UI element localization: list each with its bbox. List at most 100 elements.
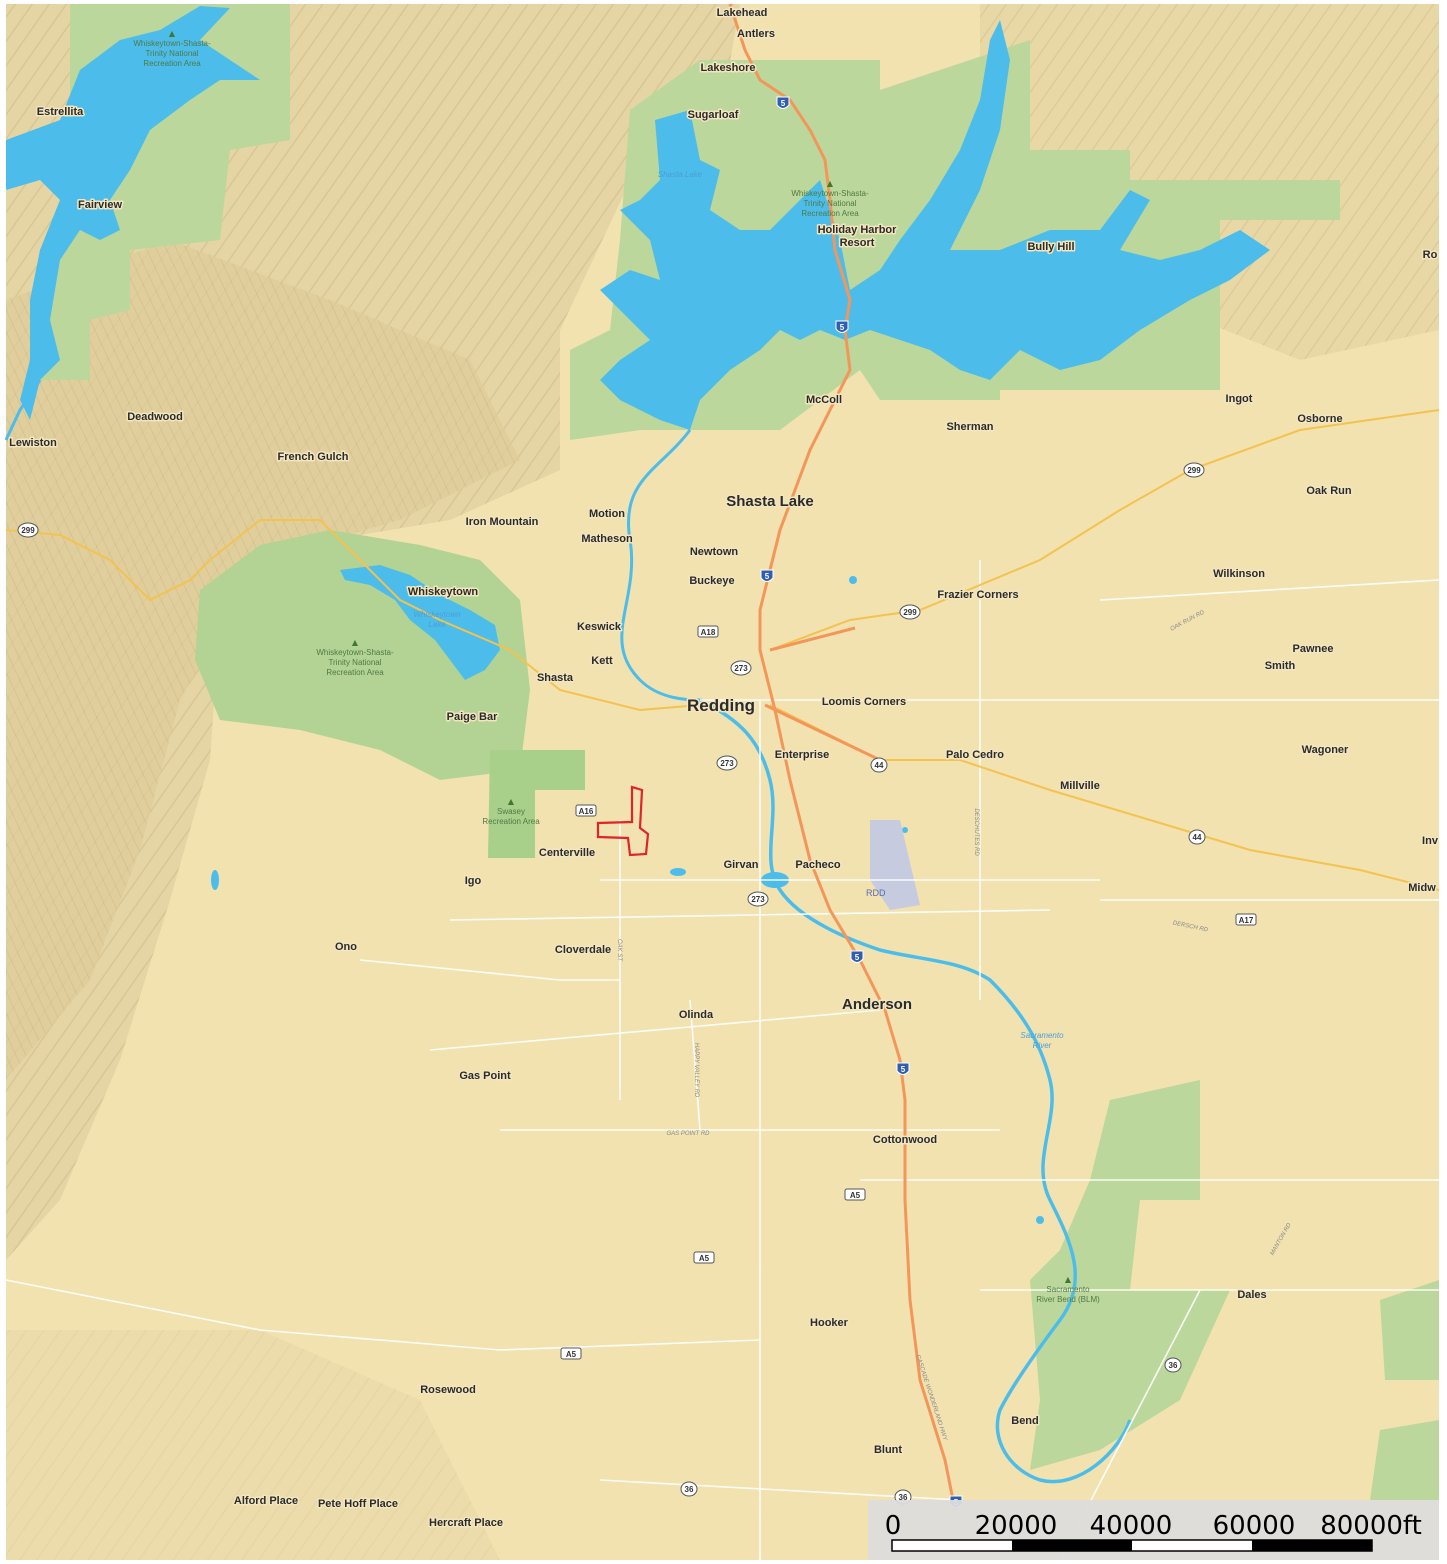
highway-299-west	[5, 519, 701, 712]
shield-shape	[575, 804, 597, 817]
park-label-line: Whiskeytown-Shasta-	[791, 189, 869, 198]
place-label-osborne: Osborne	[1297, 413, 1342, 425]
shield-label: 36	[685, 1485, 694, 1494]
place-label-lakeshore: Lakeshore	[700, 62, 755, 74]
place-label-lewiston: Lewiston	[9, 437, 57, 449]
road-label-deschutes-rd: DESCHUTES RD	[973, 808, 979, 856]
highway-layer	[5, 409, 1440, 891]
place-label-wagoner: Wagoner	[1302, 744, 1349, 756]
park-label-line: Swasey	[497, 807, 525, 816]
shield-a18: A18	[697, 625, 719, 638]
shield-shape	[1183, 462, 1205, 478]
place-label-lakehead: Lakehead	[717, 7, 768, 19]
shield-shape	[680, 1481, 698, 1497]
river-nw	[4, 379, 42, 441]
place-label-olinda: Olinda	[679, 1009, 714, 1021]
shield-shape	[560, 1347, 582, 1360]
place-label-paige-bar: Paige Bar	[447, 711, 498, 723]
park-label-line: Recreation Area	[801, 209, 859, 218]
highway-299-east	[769, 409, 1440, 651]
shield-shape	[716, 755, 738, 771]
shield-label: A5	[566, 1350, 577, 1359]
place-label-oak-run: Oak Run	[1306, 485, 1352, 497]
shield-shape	[1235, 913, 1257, 926]
shield-sr273-a: 273	[730, 660, 752, 676]
whiskeytown-lake	[340, 565, 500, 680]
place-label-ro: Ro	[1423, 249, 1438, 261]
park-tree-icon: ▲	[1065, 1275, 1072, 1284]
place-label-gas-point: Gas Point	[459, 1070, 511, 1082]
study-area-outline[interactable]	[596, 785, 650, 857]
place-label-frazier-corners: Frazier Corners	[937, 589, 1018, 601]
place-label-pete-hoff-place: Pete Hoff Place	[318, 1498, 398, 1510]
shield-shape	[697, 625, 719, 638]
water-label-shasta-lake-water: Shasta Lake	[658, 170, 703, 179]
place-label-enterprise: Enterprise	[775, 749, 829, 761]
park-label-line: Trinity National	[803, 199, 856, 208]
shield-a5-c: A5	[560, 1347, 582, 1360]
shield-a16: A16	[575, 804, 597, 817]
place-label-matheson: Matheson	[581, 533, 633, 545]
water-label-line: Shasta Lake	[658, 170, 703, 179]
place-label-whiskeytown: Whiskeytown	[408, 586, 479, 598]
shield-a5-a: A5	[844, 1188, 866, 1201]
shield-i5-d: 5	[850, 950, 864, 963]
place-label-newtown: Newtown	[690, 546, 739, 558]
shield-sr273-b: 273	[716, 755, 738, 771]
place-label-hooker: Hooker	[810, 1317, 849, 1329]
shield-shape	[1188, 829, 1206, 845]
shield-shape	[747, 891, 769, 907]
shield-label: 299	[903, 608, 917, 617]
place-label-midw: Midw	[1408, 882, 1436, 894]
shield-i5-c: 5	[760, 569, 774, 582]
place-label-loomis-corners: Loomis Corners	[822, 696, 906, 708]
road-label-happy-valley-rd: HAPPY VALLEY RD	[693, 1043, 699, 1098]
place-label-shasta-lake: Shasta Lake	[726, 493, 814, 510]
shield-label: A5	[699, 1254, 710, 1263]
place-label-millville: Millville	[1060, 780, 1100, 792]
shield-label: 273	[734, 664, 748, 673]
water-label-line: Lake	[428, 620, 446, 629]
park-tree-icon: ▲	[508, 797, 515, 806]
airport-label: RDD	[866, 888, 886, 898]
shield-shape	[693, 1251, 715, 1264]
park-se-edge	[1370, 1420, 1439, 1500]
place-label-hercraft-place: Hercraft Place	[429, 1517, 503, 1529]
place-label-cottonwood: Cottonwood	[873, 1134, 937, 1146]
shield-shape	[899, 604, 921, 620]
shield-label: 5	[781, 99, 786, 108]
shield-label: 36	[1169, 1361, 1178, 1370]
shield-sr299-c: 299	[899, 604, 921, 620]
shield-shape	[896, 1062, 910, 1075]
place-label-ingot: Ingot	[1226, 393, 1253, 405]
shield-a17: A17	[1235, 913, 1257, 926]
shield-sr273-c: 273	[747, 891, 769, 907]
shield-label: 273	[751, 895, 765, 904]
shield-i5-a: 5	[776, 96, 790, 109]
park-tree-icon: ▲	[827, 179, 834, 188]
shield-i5-b: 5	[835, 320, 849, 333]
scale-tick-label: 40000	[1090, 1511, 1173, 1541]
place-label-igo: Igo	[465, 875, 482, 887]
park-label-line: River Bend (BLM)	[1036, 1295, 1100, 1304]
park-east-edge	[1380, 1280, 1439, 1380]
sacramento-river	[699, 698, 1132, 1484]
scale-tick-label: 0	[885, 1511, 902, 1541]
shield-shape	[17, 522, 39, 538]
place-label-girvan: Girvan	[724, 859, 759, 871]
park-whiskeytown-area	[195, 530, 530, 780]
shield-label: 299	[1187, 466, 1201, 475]
shield-sr44-b: 44	[1188, 829, 1206, 845]
place-label-wilkinson: Wilkinson	[1213, 568, 1265, 580]
place-label-cloverdale: Cloverdale	[555, 944, 611, 956]
place-label-mccoll: McColl	[806, 394, 842, 406]
place-label-pacheco: Pacheco	[795, 859, 841, 871]
place-label-bully-hill: Bully Hill	[1027, 241, 1074, 253]
shield-layer: 555555299299299A182732732734444A16A17A5A…	[17, 96, 1257, 1508]
